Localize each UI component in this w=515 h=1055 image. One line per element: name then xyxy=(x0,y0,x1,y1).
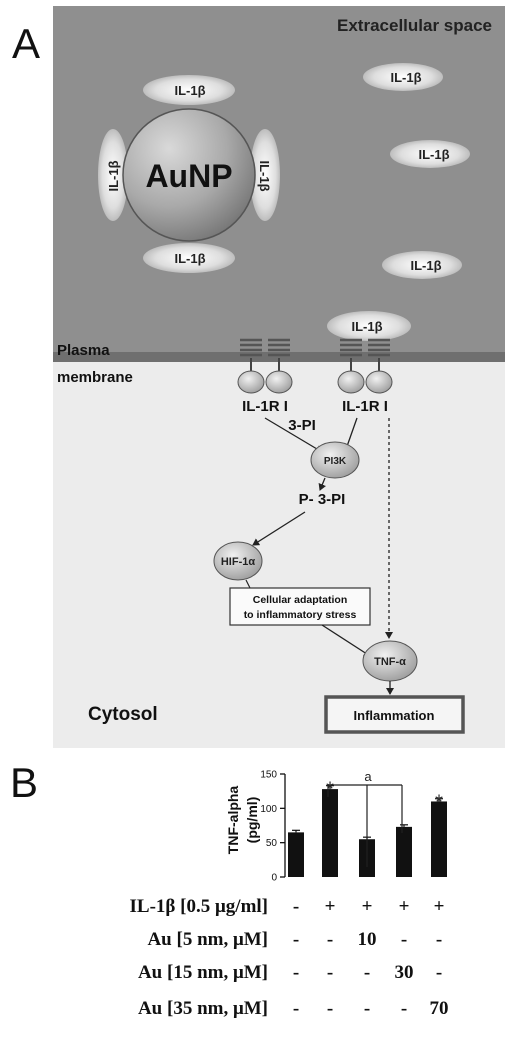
treatment-row-label: Au [15 nm, μM] xyxy=(138,962,268,983)
treatment-row-label: Au [35 nm, μM] xyxy=(138,998,268,1019)
free-il1b: IL-1β IL-1β IL-1β IL-1β xyxy=(327,63,470,341)
il1b-label: IL-1β xyxy=(418,147,449,162)
treatment-value: - xyxy=(364,998,370,1019)
tnfa-label: TNF-α xyxy=(374,656,406,668)
treatment-value: - xyxy=(364,962,370,983)
3pi-label: 3-PI xyxy=(288,417,316,434)
adaptation-box xyxy=(229,587,371,626)
treatment-value: - xyxy=(293,929,299,950)
receptor-left: IL-1R I xyxy=(237,338,293,415)
aunp-complex: AuNP IL-1β IL-1β IL-1β IL-1β xyxy=(98,75,280,273)
y-axis: 0 50 100 150 xyxy=(260,770,286,884)
significance-bracket xyxy=(327,784,403,867)
adaptation-label-2: to inflammatory stress xyxy=(244,609,357,621)
treatment-value: + xyxy=(434,896,445,917)
treatment-value: - xyxy=(293,896,299,917)
receptor-label: IL-1R I xyxy=(242,398,288,415)
il1b-ligand xyxy=(390,140,470,168)
bar xyxy=(288,832,304,877)
il1b-ligand xyxy=(143,243,235,273)
il1b-ligand xyxy=(363,63,443,91)
arrow xyxy=(252,511,306,546)
y-tick-label: 0 xyxy=(271,873,277,884)
bar xyxy=(396,826,412,877)
treatment-value: - xyxy=(436,929,442,950)
treatment-value: - xyxy=(401,998,407,1019)
treatment-value: - xyxy=(436,962,442,983)
treatment-value: - xyxy=(293,998,299,1019)
significance-marker: * xyxy=(326,779,334,801)
receptor-domain xyxy=(237,370,265,394)
significance-bracket-label: a xyxy=(364,769,372,784)
extracellular-label: Extracellular space xyxy=(337,16,492,35)
il1b-bound-ligand xyxy=(327,311,411,341)
treatment-value: - xyxy=(401,929,407,950)
il1b-ligand xyxy=(250,129,280,221)
y-tick-label: 150 xyxy=(260,770,277,781)
hif1a-label: HIF-1α xyxy=(221,556,256,568)
y-tick-label: 50 xyxy=(266,838,278,849)
treatment-value: + xyxy=(362,896,373,917)
il1b-label: IL-1β xyxy=(174,83,205,98)
receptor-membrane-coils xyxy=(340,338,390,357)
treatment-value: 70 xyxy=(430,998,449,1019)
receptor-label: IL-1R I xyxy=(342,398,388,415)
il1b-label: IL-1β xyxy=(390,70,421,85)
y-tick-label: 100 xyxy=(260,804,277,815)
treatment-value: - xyxy=(293,962,299,983)
panel-a: A Extracellular space Plasma membrane Cy… xyxy=(12,6,505,748)
treatment-row-label: Au [5 nm, μM] xyxy=(147,929,268,950)
il1b-label: IL-1β xyxy=(106,160,121,191)
inflammation-box xyxy=(324,695,465,734)
gold-nanoparticle xyxy=(122,108,256,242)
bar-chart: TNF-alpha (pg/ml) 0 50 100 150 * * a xyxy=(225,769,447,884)
treatment-value: - xyxy=(327,929,333,950)
plasma-membrane-label-1: Plasma xyxy=(57,342,110,359)
receptor-domain xyxy=(365,370,393,394)
treatment-table: IL-1β [0.5 μg/ml] - + + + + Au [5 nm, μM] - - 10 -… xyxy=(130,896,449,1019)
plasma-membrane-label-2: membrane xyxy=(57,369,133,386)
il1b-label: IL-1β xyxy=(257,160,272,191)
adaptation-label-1: Cellular adaptation xyxy=(253,594,348,606)
il1b-label: IL-1β xyxy=(351,319,382,334)
bar xyxy=(431,801,447,877)
panel-a-letter: A xyxy=(12,20,40,67)
pi3k-node xyxy=(310,441,360,479)
y-axis-label-line-2: (pg/ml) xyxy=(244,797,260,844)
cytosol-region xyxy=(53,358,505,748)
il1b-label: IL-1β xyxy=(410,258,441,273)
treatment-value: - xyxy=(327,962,333,983)
plasma-membrane xyxy=(53,352,505,362)
arrow xyxy=(318,477,326,491)
treatment-row-label: IL-1β [0.5 μg/ml] xyxy=(130,896,268,917)
il1b-label: IL-1β xyxy=(174,251,205,266)
bar xyxy=(322,789,338,877)
y-axis-label-line-1: TNF-alpha xyxy=(225,786,241,855)
treatment-value: 30 xyxy=(395,962,414,983)
arrow xyxy=(264,417,323,453)
inflammation-label: Inflammation xyxy=(354,708,435,723)
receptor-right: IL-1R I xyxy=(337,338,393,415)
panel-b: B TNF-alpha (pg/ml) 0 50 100 150 * * a IL-1β… xyxy=(10,759,449,1019)
treatment-value: + xyxy=(325,896,336,917)
significance-marker: * xyxy=(435,792,443,814)
cytosol-label: Cytosol xyxy=(88,704,158,725)
p3pi-label: P- 3-PI xyxy=(299,491,346,508)
hif1a-node xyxy=(213,541,263,581)
treatment-value: 10 xyxy=(358,929,377,950)
receptor-membrane-coils xyxy=(240,338,290,357)
il1b-ligand xyxy=(382,251,462,279)
receptor-domain xyxy=(337,370,365,394)
receptor-domain xyxy=(265,370,293,394)
panel-b-letter: B xyxy=(10,759,38,806)
treatment-value: + xyxy=(399,896,410,917)
aunp-label: AuNP xyxy=(145,158,232,194)
arrow xyxy=(321,624,371,657)
il1b-ligand xyxy=(143,75,235,105)
pi3k-label: PI3K xyxy=(324,456,347,467)
treatment-value: - xyxy=(327,998,333,1019)
il1b-ligand xyxy=(98,129,128,221)
